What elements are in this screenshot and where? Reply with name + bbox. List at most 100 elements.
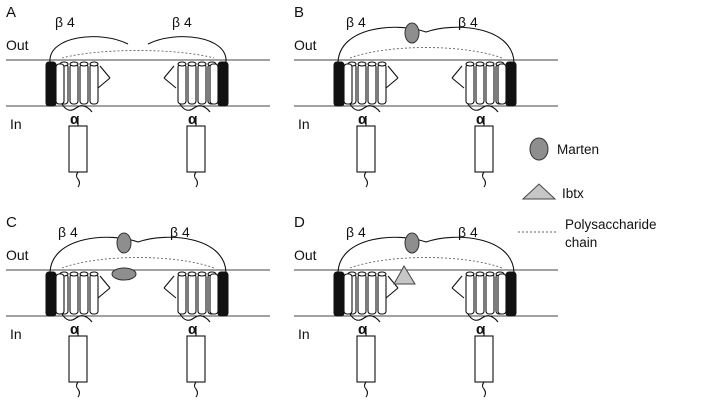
intracellular-loop (61, 313, 93, 323)
helix-top (485, 271, 495, 277)
panel-letter: A (6, 4, 16, 21)
helix-top (177, 61, 187, 67)
pore-loop (451, 77, 465, 89)
c-terminal-tail (193, 171, 199, 188)
beta4-label-right: β 4 (458, 224, 478, 240)
helix-cylinder (69, 273, 79, 315)
helix-top (69, 271, 79, 277)
panel-letter: D (294, 214, 305, 231)
helix-cylinder (357, 273, 367, 315)
helix-top (357, 61, 367, 67)
alpha-cytoplasmic-domain (474, 335, 494, 383)
helix-top (79, 61, 89, 67)
alpha-cytoplasmic-domain (186, 335, 206, 383)
helix-top (69, 61, 79, 67)
helix-cylinder (497, 273, 507, 315)
beta4-transmembrane-helix (45, 61, 57, 107)
helix-cylinder (69, 63, 79, 105)
helix-cylinder (343, 63, 353, 105)
pore-loop (99, 65, 111, 79)
beta4-transmembrane-helix (217, 271, 229, 317)
pore-loop (97, 77, 111, 89)
pore-loop (99, 275, 111, 289)
c-terminal-tail (481, 171, 487, 188)
helix-cylinder (485, 63, 495, 105)
polysaccharide-chain (61, 257, 215, 269)
beta4-label-left: β 4 (55, 14, 75, 30)
helix-cylinder (197, 273, 207, 315)
helix-top (197, 61, 207, 67)
helix-cylinder (367, 63, 377, 105)
helix-cylinder (197, 63, 207, 105)
pore-loop (385, 287, 399, 299)
c-terminal-tail (363, 381, 369, 398)
helix-cylinder (79, 63, 89, 105)
beta4-label-left: β 4 (346, 14, 366, 30)
beta4-label-left: β 4 (58, 224, 78, 240)
in-label: In (10, 326, 22, 342)
pore-loop (387, 65, 399, 79)
legend: Marten Ibtx Polysaccharide chain (518, 137, 657, 250)
pore-loop (163, 65, 175, 79)
out-label: Out (6, 37, 29, 53)
pore-loop (163, 287, 177, 299)
alpha-label-right: α (476, 111, 486, 128)
helix-cylinder (475, 63, 485, 105)
helix-cylinder (497, 63, 507, 105)
alpha-label-right: α (188, 111, 198, 128)
helix-top (187, 271, 197, 277)
intracellular-loop (467, 313, 499, 323)
helix-top (187, 61, 197, 67)
pore-loop (97, 287, 111, 299)
helix-cylinder (377, 273, 387, 315)
in-label: In (10, 116, 22, 132)
beta4-cap (337, 26, 515, 63)
legend-ibtx-symbol (521, 183, 557, 200)
helix-top (89, 271, 99, 277)
helix-top (357, 271, 367, 277)
legend-ibtx-label: Ibtx (562, 186, 584, 201)
beta4-cap (337, 236, 515, 273)
out-label: Out (294, 247, 317, 263)
in-label: In (298, 326, 310, 342)
beta4-transmembrane-helix (505, 271, 517, 317)
helix-cylinder (465, 63, 475, 105)
helix-cylinder (343, 273, 353, 315)
helix-top (197, 271, 207, 277)
beta4-transmembrane-helix (217, 61, 229, 107)
alpha-cytoplasmic-domain (356, 125, 376, 173)
c-terminal-tail (75, 171, 81, 188)
helix-cylinder (55, 63, 65, 105)
marten-toxin-pore (111, 267, 137, 281)
polysaccharide-chain (349, 257, 503, 269)
c-terminal-tail (481, 381, 487, 398)
pore-loop (385, 77, 399, 89)
beta4-label-right: β 4 (458, 14, 478, 30)
intracellular-loop (179, 103, 211, 113)
helix-top (367, 271, 377, 277)
alpha-label-left: α (358, 321, 368, 338)
beta4-loop-right (147, 36, 227, 63)
pore-loop (451, 287, 465, 299)
helix-top (465, 61, 475, 67)
helix-cylinder (377, 63, 387, 105)
helix-top (367, 61, 377, 67)
polysaccharide-chain (61, 50, 215, 59)
helix-cylinder (357, 63, 367, 105)
beta4-transmembrane-helix (45, 271, 57, 317)
helix-cylinder (89, 63, 99, 105)
intracellular-loop (349, 103, 381, 113)
intracellular-loop (467, 103, 499, 113)
beta4-transmembrane-helix (505, 61, 517, 107)
helix-cylinder (209, 63, 219, 105)
legend-marten-symbol (529, 137, 549, 161)
helix-cylinder (177, 63, 187, 105)
intracellular-loop (349, 313, 381, 323)
helix-cylinder (475, 273, 485, 315)
ibtx-toxin (393, 265, 416, 285)
pore-loop (163, 275, 175, 289)
in-label: In (298, 116, 310, 132)
